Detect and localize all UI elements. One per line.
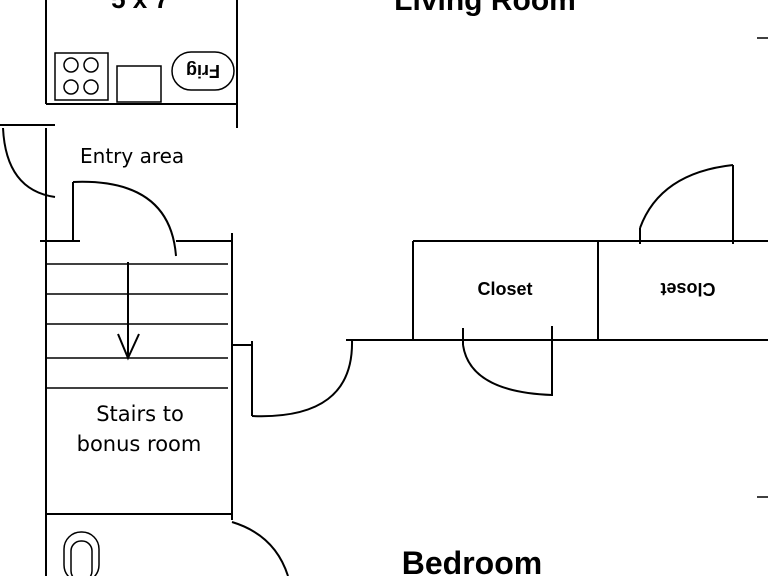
- closet-right-label: Closet: [660, 279, 715, 299]
- right-wall-ticks: [757, 37, 768, 498]
- stairs-label-line2: bonus room: [77, 432, 202, 456]
- stair-door-icon: [40, 180, 232, 257]
- kitchen-size-label: 5 x 7: [111, 0, 169, 14]
- living-room-label: Living Room: [394, 0, 576, 17]
- fridge-label: Frig: [186, 61, 220, 81]
- stairs-down-arrow-icon: [117, 262, 140, 361]
- bedroom-door-icon: [232, 339, 354, 418]
- entry-area: Entry area: [0, 124, 184, 576]
- closet-left-door-icon: [462, 326, 553, 396]
- entry-door-icon: [0, 124, 56, 198]
- closet-left-label: Closet: [477, 279, 532, 299]
- closets: Closet Closet: [346, 164, 768, 396]
- stairs-label-line1: Stairs to: [96, 402, 184, 426]
- sink-icon: [116, 65, 162, 103]
- bathroom: [63, 521, 289, 576]
- bedroom-label: Bedroom: [402, 545, 542, 576]
- kitchen: Frig 5 x 7: [45, 0, 238, 128]
- stove-icon: [54, 52, 109, 101]
- closet-right-door-icon: [639, 164, 734, 244]
- toilet-icon: [63, 531, 100, 576]
- bathroom-door-icon: [231, 521, 289, 576]
- fridge-icon: [171, 51, 235, 91]
- entry-area-label: Entry area: [80, 144, 184, 168]
- stairs: Stairs to bonus room: [46, 233, 233, 520]
